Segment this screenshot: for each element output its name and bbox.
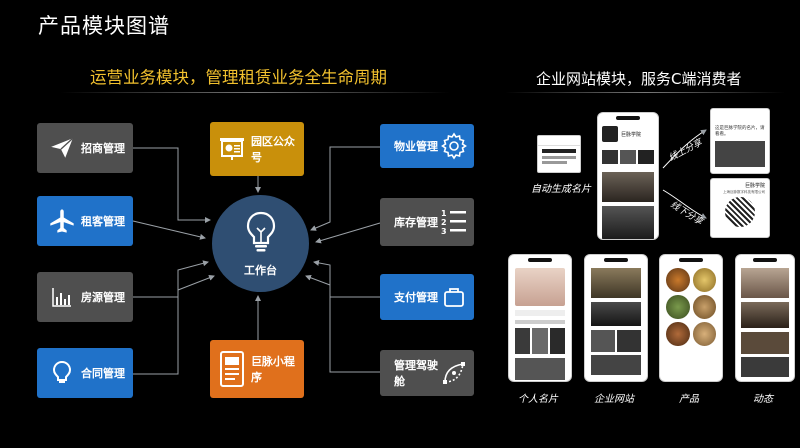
tile-property-management[interactable]: 物业管理 xyxy=(380,124,474,168)
news-phone xyxy=(735,254,795,382)
tile-label: 巨脉小程序 xyxy=(250,355,295,384)
paper-plane-icon xyxy=(47,133,77,163)
auto-generated-card-thumbnail xyxy=(537,135,581,173)
caption-products: 产品 xyxy=(679,394,699,405)
products-phone xyxy=(659,254,723,382)
personal-card-phone xyxy=(508,254,572,382)
tile-management-cockpit[interactable]: 管理驾驶舱 xyxy=(380,350,474,396)
website-section-title: 企业网站模块，服务C端消费者 xyxy=(536,70,742,88)
caption-personal-card: 个人名片 xyxy=(518,394,558,405)
workbench-hub[interactable]: 工作台 xyxy=(212,195,309,292)
tile-label: 招商管理 xyxy=(81,142,125,155)
company-site-phone xyxy=(584,254,648,382)
document-icon xyxy=(218,349,247,389)
tile-label: 园区公众号 xyxy=(250,135,295,164)
lightbulb-icon xyxy=(244,210,278,258)
tile-park-official-account[interactable]: 园区公众号 xyxy=(210,122,304,176)
qr-brand: 巨脉学院 xyxy=(744,183,765,189)
qr-card-mockup: 巨脉学院 上海巨脉数字科技有限公司 xyxy=(710,178,770,238)
tile-contract-management[interactable]: 合同管理 xyxy=(37,348,133,398)
page-title: 产品模块图谱 xyxy=(38,14,170,38)
caption-news: 动态 xyxy=(753,394,773,405)
wechat-share-text: 这是巨脉学院的名片，请看看。 xyxy=(715,126,765,137)
brand-name: 巨脉学院 xyxy=(621,131,642,138)
presentation-board-icon xyxy=(218,134,247,164)
svg-text:1: 1 xyxy=(441,209,447,218)
caption-company-site: 企业网站 xyxy=(594,394,634,405)
bezier-pen-icon xyxy=(440,359,468,387)
tile-payment-management[interactable]: 支付管理 xyxy=(380,274,474,320)
tile-label: 管理驾驶舱 xyxy=(394,359,438,388)
card-phone-mockup: 巨脉学院 xyxy=(597,112,659,240)
hub-label: 工作台 xyxy=(244,263,277,277)
website-title-underline xyxy=(505,92,785,93)
operations-section-title: 运营业务模块，管理租赁业务全生命周期 xyxy=(90,68,387,87)
tile-property-listing-management[interactable]: 房源管理 xyxy=(37,272,133,322)
qr-code-icon xyxy=(725,197,755,227)
tile-label: 房源管理 xyxy=(81,291,125,304)
tile-label: 物业管理 xyxy=(394,140,438,153)
wechat-share-mockup: 这是巨脉学院的名片，请看看。 xyxy=(710,108,770,174)
gear-icon xyxy=(440,132,468,160)
tile-label: 租客管理 xyxy=(81,215,125,228)
svg-text:2: 2 xyxy=(441,218,447,227)
lightbulb-icon xyxy=(47,358,77,388)
auto-card-caption: 自动生成名片 xyxy=(531,184,591,195)
operations-title-underline xyxy=(60,92,450,93)
tile-label: 支付管理 xyxy=(394,291,438,304)
svg-text:3: 3 xyxy=(441,227,447,236)
tile-investment-management[interactable]: 招商管理 xyxy=(37,123,133,173)
tile-label: 合同管理 xyxy=(81,367,125,380)
qr-company: 上海巨脉数字科技有限公司 xyxy=(723,190,765,194)
tile-label: 库存管理 xyxy=(394,216,438,229)
bag-icon xyxy=(440,283,468,311)
tile-tenant-management[interactable]: 租客管理 xyxy=(37,196,133,246)
tile-mini-program[interactable]: 巨脉小程序 xyxy=(210,340,304,398)
bar-chart-icon xyxy=(47,282,77,312)
airplane-icon xyxy=(47,206,77,236)
